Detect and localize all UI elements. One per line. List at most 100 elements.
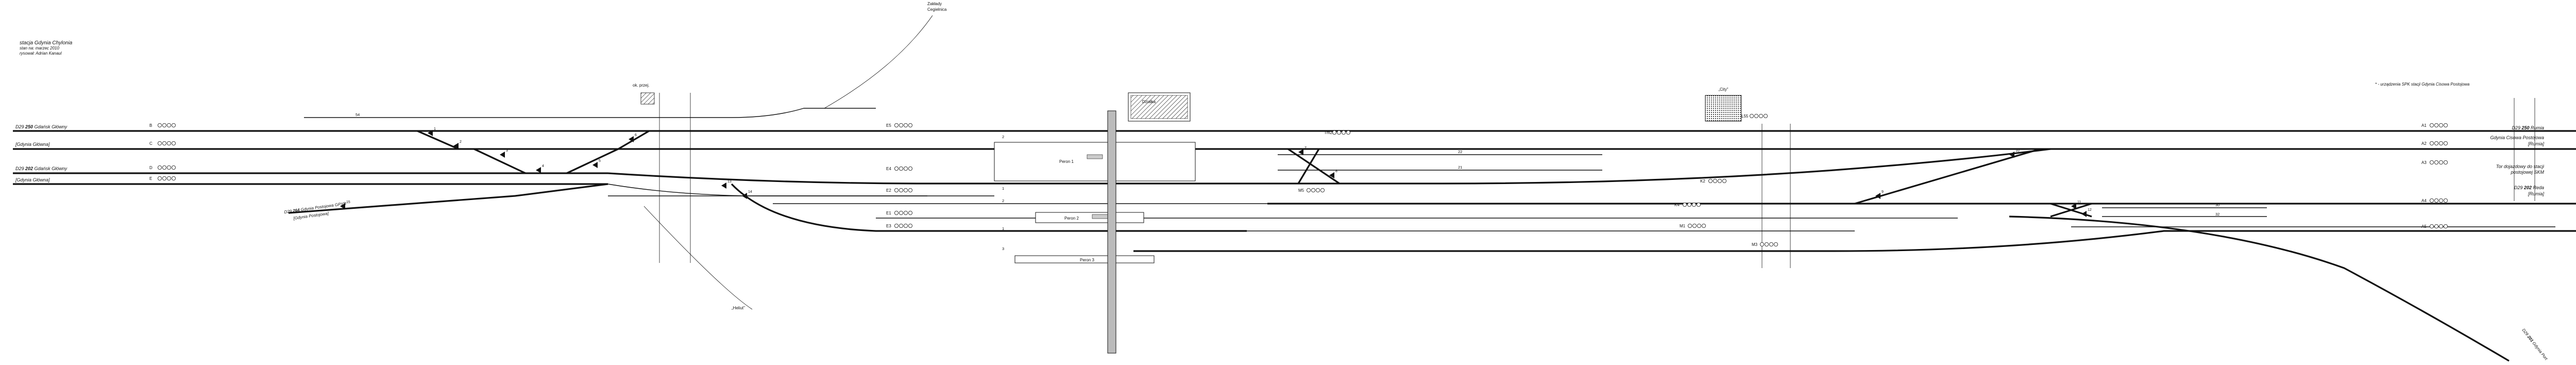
left-line-2-name: [Gdynia Główna] [15,142,50,147]
signal-lamp [2434,160,2438,164]
switch-number: 14 [748,190,752,194]
signal-lamp [171,176,176,180]
track-num-1: 2 [1002,135,1004,139]
signal-lamp [894,223,899,228]
viaduct-1 [1107,110,1116,354]
signal-8: E1 [886,210,913,215]
signal-label: L55 [1741,114,1749,119]
signal-9: E3 [886,223,913,228]
switch-number: 3 [506,149,508,153]
signal-lamp [908,123,913,127]
signal-12: A3 [2421,160,2448,165]
signal-lamp [2429,141,2434,145]
switch-number: 12 [2088,208,2092,212]
switch-marker [742,193,747,199]
signal-lamp [2434,141,2438,145]
signal-label: E3 [886,224,891,228]
signal-lamp [2438,123,2443,127]
right-line-labels: D29 250 Rumia Gdynia Cisowa Postojowa [R… [2490,125,2549,361]
switch-marker [536,167,541,173]
signal-lamp [1311,188,1315,192]
signal-lamp [162,165,166,170]
signal-lamp [171,123,176,127]
crossover-5 [1287,148,1340,185]
signal-lamp [1687,202,1691,207]
signal-lamp [1341,130,1346,135]
signal-lamp [2429,123,2434,127]
header-block: stacja Gdynia Chylonia stan na: marzec 2… [20,40,73,56]
right-line-5: postojowej SKM [2510,170,2544,175]
switch-number: 15 [346,201,350,204]
zaklady-label: Zakłady [927,2,942,6]
right-line-6: D29 202 Reda [2514,185,2544,190]
left-siding [304,108,876,118]
platform-1 [994,142,1196,181]
signal-lamp [1691,202,1696,207]
signal-lamp [1769,242,1773,246]
left-line-3-code: D29 202 Gdańsk Główny [15,166,67,171]
signal-17: K4 [1674,202,1701,207]
signal-lamp [157,165,162,170]
signal-lamp [894,210,899,215]
signal-lamp [2443,123,2448,127]
platform-2 [1035,212,1144,223]
signal-lamp [1754,113,1758,118]
signal-label: A4 [2421,198,2427,203]
signal-lamp [894,166,899,171]
signal-lamp [171,165,176,170]
signal-lamp [1759,242,1764,246]
signal-lamp [1346,130,1350,135]
main-tracks [13,108,2576,362]
signal-lamp [1722,178,1726,183]
signal-lamp [2434,198,2438,203]
signal-lamp [1696,202,1701,207]
station-name: stacja Gdynia Chylonia [20,40,73,46]
signal-label: E [149,176,152,181]
track-num-right-32: 32 [2215,212,2219,217]
platform-2-label: Peron 2 [1064,216,1079,221]
platforms: Peron 1 Peron 2 Peron 3 [994,142,1196,263]
track-num-right-21: 21 [1458,165,1462,170]
heliut-label: „Heliut" [732,306,745,310]
signal-14: A5 [2421,224,2448,229]
right-line-7: [Rumia] [2528,191,2545,196]
signal-lamp [166,141,171,145]
buildings: ok. przej. „City" [633,83,1742,122]
platform-2-shelter [1092,214,1108,219]
platform-1-shelter [1087,154,1103,159]
signal-label: M3 [1752,242,1758,247]
zaklady-connector [824,15,933,109]
signal-15: L55 [1741,113,1768,119]
crossover-7 [1854,148,2041,205]
signal-label: B [149,123,152,128]
signal-lamp [904,188,908,192]
signal-21: Tm20 [1324,130,1350,135]
signal-lamp [894,188,899,192]
signal-lamp [2434,224,2438,228]
switch-marker [629,136,634,142]
signal-13: A4 [2421,198,2448,203]
track-port-line [2009,215,2510,362]
signal-lamp [2438,141,2443,145]
station-building-hatch [1130,95,1188,119]
station-track-sec [607,184,994,196]
signal-lamp [1701,223,1706,228]
signal-lamp [1763,113,1768,118]
heliut-connector [643,206,753,310]
signal-lamp [157,123,162,127]
signal-7: E2 [886,188,913,193]
signal-20: M5 [1298,188,1325,193]
switch-marker [721,182,726,189]
switch-marker [1298,149,1303,155]
signal-lamp [894,123,899,127]
signal-label: M1 [1680,224,1686,228]
crossover-3 [566,148,619,174]
crossover-9 [2050,203,2092,218]
switch-marker [592,162,598,168]
switch-marker [1875,193,1880,199]
signal-lamp [157,141,162,145]
signal-lamp [1332,130,1336,135]
signal-lamp [908,166,913,171]
signal-label: A1 [2421,123,2427,128]
signal-lamp [904,166,908,171]
